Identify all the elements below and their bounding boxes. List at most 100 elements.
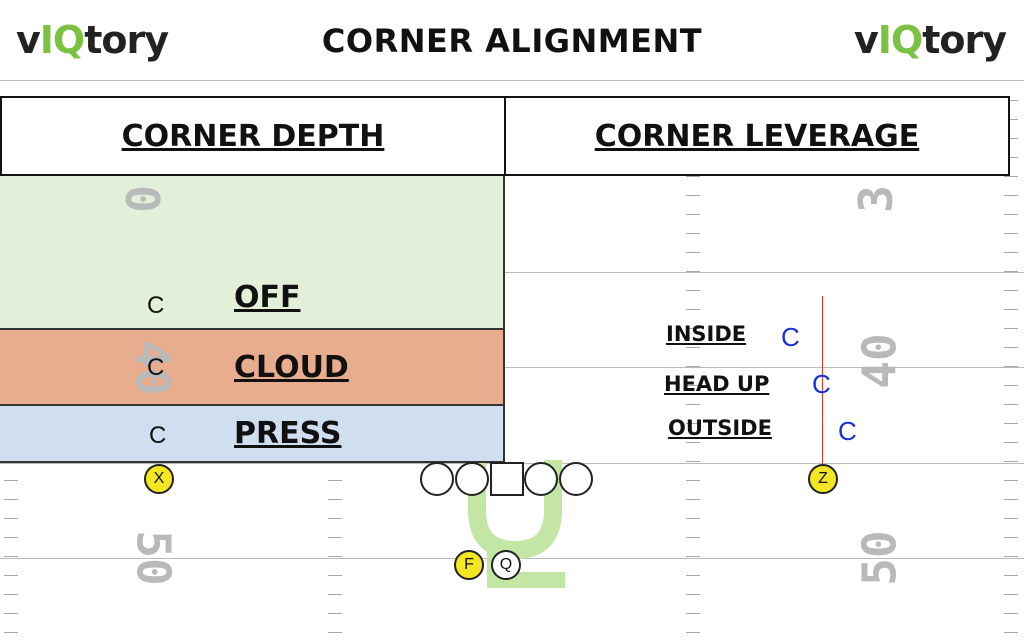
hash-mark — [4, 613, 18, 614]
yard-number: 40 — [852, 333, 907, 389]
hash-mark — [1004, 632, 1018, 633]
hash-mark — [1004, 613, 1018, 614]
center-square — [490, 462, 524, 496]
hash-mark — [686, 290, 700, 291]
viqtory-logo-left: vIQtory — [16, 18, 169, 62]
outside-label: OUTSIDE — [668, 416, 772, 440]
corner-inside: C — [781, 322, 800, 352]
hash-mark — [686, 575, 700, 576]
off-zone — [0, 176, 505, 330]
hash-mark — [1004, 100, 1018, 101]
hash-mark — [328, 499, 342, 500]
corner-depth-header: CORNER DEPTH — [0, 96, 506, 176]
hash-mark — [1004, 556, 1018, 557]
hash-mark — [328, 480, 342, 481]
hash-mark — [1004, 461, 1018, 462]
inside-label: INSIDE — [666, 322, 747, 346]
cloud-label: CLOUD — [234, 350, 349, 385]
yard-number: 3 — [848, 185, 903, 213]
hash-mark — [328, 518, 342, 519]
hash-mark — [1004, 347, 1018, 348]
hash-mark — [328, 537, 342, 538]
hash-mark — [1004, 157, 1018, 158]
hash-mark — [1004, 594, 1018, 595]
hash-mark — [686, 423, 700, 424]
hash-mark — [1004, 309, 1018, 310]
offensive-lineman — [524, 462, 558, 496]
hash-mark — [1004, 176, 1018, 177]
hash-mark — [686, 233, 700, 234]
hash-mark — [1004, 195, 1018, 196]
page-title: CORNER ALIGNMENT — [321, 22, 703, 60]
hash-mark — [1004, 575, 1018, 576]
hash-mark — [686, 480, 700, 481]
f-back: F — [454, 550, 484, 580]
yard-line — [0, 272, 1024, 273]
head-up-label: HEAD UP — [664, 372, 770, 396]
hash-mark — [686, 461, 700, 462]
hash-mark — [4, 556, 18, 557]
hash-mark — [1004, 138, 1018, 139]
yard-number: 50 — [852, 530, 907, 586]
hash-mark — [686, 271, 700, 272]
corner-leverage-title: CORNER LEVERAGE — [594, 118, 920, 154]
x-receiver: X — [144, 464, 174, 494]
press-label: PRESS — [234, 416, 342, 451]
hash-mark — [686, 176, 700, 177]
receiver-alignment-line — [822, 296, 823, 464]
corner-press: C — [149, 422, 167, 449]
offensive-lineman — [455, 462, 489, 496]
hash-mark — [686, 518, 700, 519]
hash-mark — [686, 632, 700, 633]
hash-mark — [1004, 518, 1018, 519]
hash-mark — [686, 309, 700, 310]
hash-mark — [686, 252, 700, 253]
hash-mark — [1004, 366, 1018, 367]
quarterback: Q — [491, 550, 521, 580]
hash-mark — [686, 195, 700, 196]
hash-mark — [328, 613, 342, 614]
corner-cloud: C — [147, 354, 165, 381]
yard-number: 50 — [126, 530, 181, 586]
hash-mark — [686, 366, 700, 367]
off-label: OFF — [234, 280, 301, 315]
hash-mark — [686, 347, 700, 348]
corner-head-up: C — [812, 369, 831, 399]
hash-mark — [686, 594, 700, 595]
hash-mark — [328, 575, 342, 576]
hash-mark — [686, 442, 700, 443]
z-receiver: Z — [808, 464, 838, 494]
hash-mark — [328, 632, 342, 633]
hash-mark — [1004, 233, 1018, 234]
hash-mark — [686, 556, 700, 557]
yard-line — [0, 367, 1024, 368]
hash-mark — [1004, 442, 1018, 443]
hash-mark — [686, 613, 700, 614]
corner-depth-title: CORNER DEPTH — [121, 118, 385, 154]
hash-mark — [1004, 328, 1018, 329]
hash-mark — [1004, 252, 1018, 253]
hash-mark — [686, 499, 700, 500]
offensive-lineman — [559, 462, 593, 496]
corner-outside: C — [838, 416, 857, 446]
hash-mark — [1004, 537, 1018, 538]
hash-mark — [1004, 423, 1018, 424]
corner-off: C — [147, 292, 165, 319]
yard-line — [0, 80, 1024, 81]
hash-mark — [4, 499, 18, 500]
hash-mark — [4, 518, 18, 519]
hash-mark — [1004, 119, 1018, 120]
hash-mark — [4, 594, 18, 595]
hash-mark — [686, 214, 700, 215]
hash-mark — [686, 404, 700, 405]
hash-mark — [1004, 290, 1018, 291]
hash-mark — [686, 328, 700, 329]
hash-mark — [686, 537, 700, 538]
offensive-lineman — [420, 462, 454, 496]
hash-mark — [1004, 480, 1018, 481]
hash-mark — [1004, 385, 1018, 386]
cloud-zone — [0, 330, 505, 406]
corner-leverage-header: CORNER LEVERAGE — [504, 96, 1010, 176]
hash-mark — [4, 575, 18, 576]
